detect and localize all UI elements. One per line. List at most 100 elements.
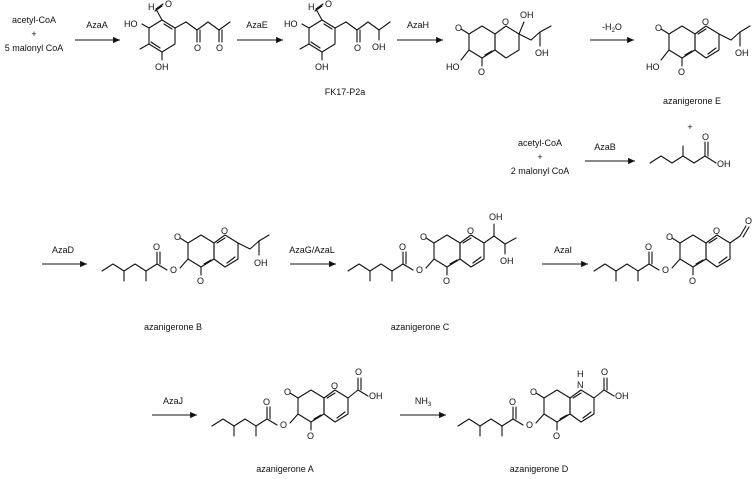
atom-o: O — [165, 0, 172, 9]
arrow-aza-j: AzaJ — [152, 396, 197, 419]
substrate-plus-2: + — [537, 152, 542, 162]
enzyme-aza-d: AzaD — [52, 245, 75, 255]
plus-sign: + — [687, 122, 692, 132]
atom-oh: OH — [372, 42, 386, 52]
compound-dimethylhexanoic-acid: O OH — [649, 132, 731, 169]
atom-o: O — [420, 232, 427, 242]
atom-o: O — [194, 43, 201, 53]
enzyme-aza-h: AzaH — [407, 20, 429, 30]
atom-o: O — [221, 226, 228, 236]
enzyme-aza-i: AzaI — [554, 245, 572, 255]
atom-oh: OH — [254, 258, 268, 268]
atom-oh: OH — [369, 391, 383, 401]
atom-o: O — [416, 265, 423, 275]
atom-o: O — [702, 17, 709, 27]
atom-n: N — [577, 380, 584, 390]
atom-o: O — [662, 265, 669, 275]
arrow-aza-d: AzaD — [42, 245, 87, 268]
atom-ho: HO — [446, 62, 460, 72]
atom-o: O — [530, 387, 537, 397]
arrow-aza-h: AzaH — [397, 20, 443, 44]
arrow-aza-i: AzaI — [542, 245, 588, 268]
atom-oh: OH — [500, 256, 514, 266]
arrow-aza-g-aza-l: AzaG/AzaL — [289, 245, 336, 268]
reagent-nh3: NH3 — [415, 396, 432, 408]
atom-o: O — [174, 232, 181, 242]
arrow-aza-a: AzaA — [75, 20, 120, 44]
atom-o: O — [502, 17, 509, 27]
substrate-acetyl-coa: acetyl-CoA — [12, 15, 56, 25]
compound-azanigerone-b: O O O O OH O — [101, 226, 270, 286]
atom-o: O — [443, 276, 450, 286]
atom-ho: HO — [284, 19, 298, 29]
atom-o: O — [216, 43, 223, 53]
atom-o: O — [284, 387, 291, 397]
atom-oh: OH — [717, 159, 731, 169]
atom-o: O — [553, 431, 560, 441]
atom-o: O — [645, 242, 652, 252]
intermediate-polyketide: H O HO OH O O — [124, 0, 231, 72]
compound-azanigerone-c: O O O O OH OH O — [347, 212, 517, 286]
atom-o: O — [702, 132, 709, 142]
atom-o: O — [678, 67, 685, 77]
intermediate-aldehyde: O O O O O O — [593, 216, 752, 286]
atom-o: O — [745, 216, 752, 226]
substrate-malonyl-coa-2: 2 malonyl CoA — [511, 166, 570, 176]
dehydration-label: -H2O — [602, 22, 622, 34]
enzyme-aza-j: AzaJ — [163, 396, 183, 406]
label-azanigerone-a: azanigerone A — [256, 464, 314, 474]
label-azanigerone-d: azanigerone D — [510, 464, 569, 474]
atom-o: O — [325, 0, 332, 9]
atom-o: O — [153, 242, 160, 252]
label-fk17-p2a: FK17-P2a — [325, 87, 366, 97]
atom-o: O — [354, 43, 361, 53]
atom-h: H — [148, 2, 155, 12]
substrate-malonyl-coa: 5 malonyl CoA — [5, 43, 64, 53]
arrow-nh3: NH3 — [400, 396, 446, 419]
atom-o: O — [478, 67, 485, 77]
arrow-dehydration: -H2O — [590, 22, 634, 44]
enzyme-aza-a: AzaA — [86, 20, 108, 30]
atom-o: O — [355, 367, 362, 377]
atom-o: O — [331, 381, 338, 391]
atom-o: O — [713, 226, 720, 236]
atom-o: O — [455, 23, 462, 33]
atom-o: O — [307, 431, 314, 441]
enzyme-aza-g-aza-l: AzaG/AzaL — [289, 245, 335, 255]
atom-o: O — [655, 23, 662, 33]
atom-oh: OH — [155, 62, 169, 72]
compound-fk17-p2a: H O HO OH O OH — [284, 0, 391, 72]
enzyme-aza-e: AzaE — [246, 20, 268, 30]
atom-o: O — [467, 226, 474, 236]
compound-azanigerone-e: O O O HO OH — [646, 17, 751, 77]
atom-o: O — [263, 397, 270, 407]
arrow-aza-e: AzaE — [237, 20, 283, 44]
compound-azanigerone-a: O O O O O OH O — [211, 367, 383, 441]
atom-oh: OH — [615, 391, 629, 401]
atom-oh: OH — [535, 48, 549, 58]
atom-o: O — [526, 420, 533, 430]
label-azanigerone-b: azanigerone B — [144, 322, 202, 332]
compound-azanigerone-d: H N O O O O OH O — [457, 367, 629, 441]
atom-o: O — [399, 242, 406, 252]
atom-oh: OH — [520, 10, 534, 20]
atom-oh: OH — [735, 48, 749, 58]
label-azanigerone-c: azanigerone C — [391, 322, 450, 332]
atom-ho: HO — [124, 19, 138, 29]
atom-oh: OH — [489, 212, 503, 222]
atom-o: O — [197, 276, 204, 286]
atom-o: O — [666, 232, 673, 242]
atom-ho: HO — [646, 62, 660, 72]
atom-o: O — [689, 276, 696, 286]
enzyme-aza-b: AzaB — [594, 142, 616, 152]
atom-h: H — [308, 2, 315, 12]
atom-o: O — [601, 367, 608, 377]
intermediate-hemiketal: O O O HO OH OH — [446, 10, 552, 77]
atom-nh: H — [577, 369, 584, 379]
label-azanigerone-e: azanigerone E — [663, 96, 721, 106]
atom-o: O — [509, 397, 516, 407]
arrow-aza-b: AzaB — [585, 142, 635, 165]
substrate-acetyl-coa-2: acetyl-CoA — [518, 138, 562, 148]
substrate-plus: + — [31, 29, 36, 39]
